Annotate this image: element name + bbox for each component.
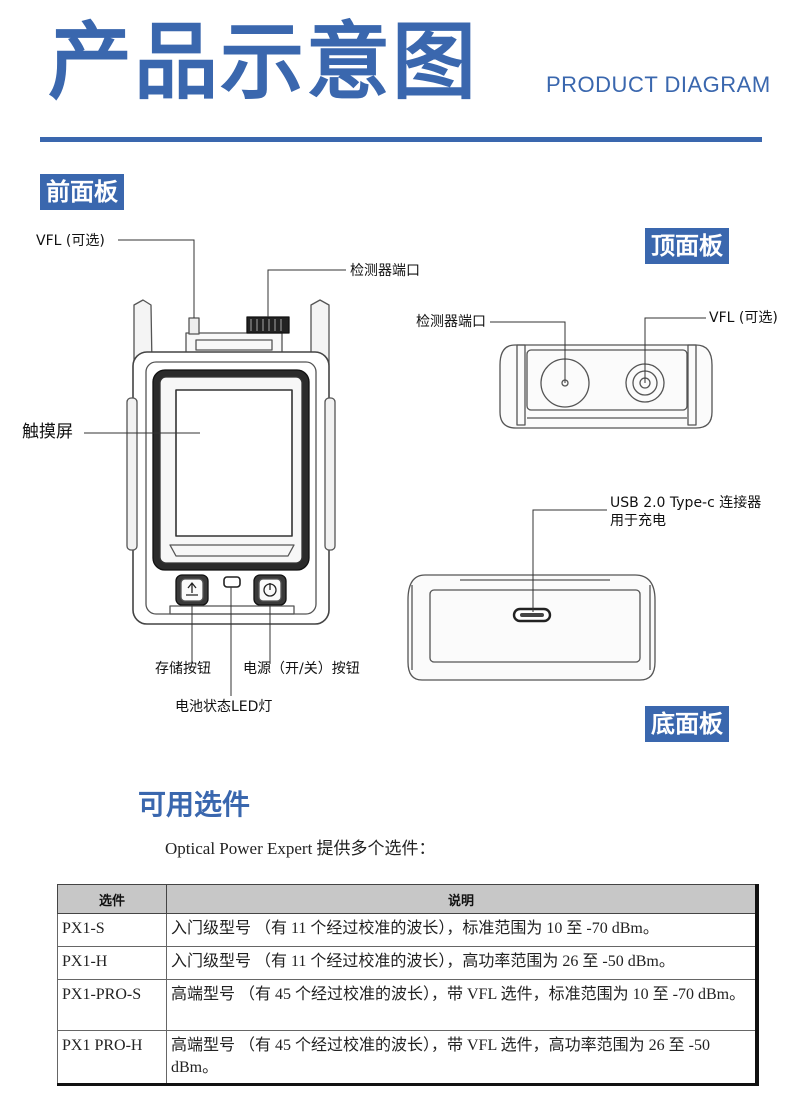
options-intro: Optical Power Expert 提供多个选件： (165, 839, 436, 858)
table-row: PX1-PRO-S 高端型号 （有 45 个经过校准的波长），带 VFL 选件，… (57, 979, 758, 1031)
front-device-drawing (126, 299, 336, 625)
front-vfl-label: VFL (可选) (36, 233, 105, 249)
option-cell: PX1-H (57, 946, 167, 980)
column-header-description: 说明 (166, 884, 758, 914)
table-row: PX1-H 入门级型号 （有 11 个经过校准的波长），高功率范围为 26 至 … (57, 946, 758, 980)
table-row: PX1 PRO-H 高端型号 （有 45 个经过校准的波长），带 VFL 选件，… (57, 1030, 758, 1085)
product-diagram (84, 239, 713, 696)
bottom-device-drawing (407, 574, 656, 681)
touchscreen-label: 触摸屏 (22, 422, 73, 442)
top-device-drawing (499, 344, 713, 429)
usb-label-line2: 用于充电 (610, 513, 666, 529)
description-cell: 入门级型号 （有 11 个经过校准的波长），高功率范围为 26 至 -50 dB… (166, 946, 758, 980)
option-cell: PX1-PRO-S (57, 979, 167, 1031)
save-button-label: 存储按钮 (155, 661, 211, 677)
table-header-row: 选件 说明 (57, 884, 758, 914)
description-cell: 高端型号 （有 45 个经过校准的波长），带 VFL 选件，标准范围为 10 至… (166, 979, 758, 1031)
options-table: 选件 说明 PX1-S 入门级型号 （有 11 个经过校准的波长），标准范围为 … (57, 884, 759, 1086)
page-title: 产品示意图 (48, 13, 479, 111)
description-cell: 入门级型号 （有 11 个经过校准的波长），标准范围为 10 至 -70 dBm… (166, 913, 758, 947)
top-vfl-label: VFL (可选) (709, 310, 778, 326)
top-panel-tag: 顶面板 (645, 228, 729, 264)
title-divider (40, 137, 762, 142)
usb-label-line1: USB 2.0 Type-c 连接器 (610, 495, 762, 511)
page-subtitle: PRODUCT DIAGRAM (546, 72, 771, 97)
table-row: PX1-S 入门级型号 （有 11 个经过校准的波长），标准范围为 10 至 -… (57, 913, 758, 947)
bottom-panel-tag: 底面板 (645, 706, 729, 742)
power-button-label: 电源（开/关）按钮 (243, 661, 360, 677)
front-detector-port-label: 检测器端口 (350, 263, 420, 279)
callout-lines (84, 239, 706, 696)
front-panel-tag: 前面板 (40, 174, 124, 210)
battery-led-label: 电池状态LED灯 (175, 699, 273, 715)
option-cell: PX1-S (57, 913, 167, 947)
column-header-option: 选件 (57, 884, 167, 914)
description-cell: 高端型号 （有 45 个经过校准的波长），带 VFL 选件，高功率范围为 26 … (166, 1030, 758, 1085)
top-detector-port-label: 检测器端口 (416, 314, 486, 330)
option-cell: PX1 PRO-H (57, 1030, 167, 1085)
options-heading: 可用选件 (138, 788, 251, 821)
